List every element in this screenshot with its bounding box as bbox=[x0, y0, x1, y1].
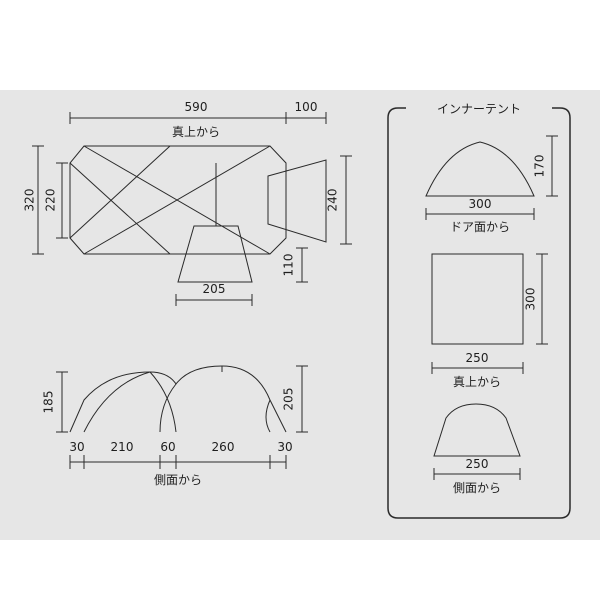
dim-outer-width-label: 320 bbox=[23, 189, 37, 212]
inner-tent-frame bbox=[387, 107, 571, 519]
main-side-view: 185 205 bbox=[42, 365, 308, 487]
side-pole-3 bbox=[159, 383, 177, 433]
inner-floor-rect bbox=[431, 253, 524, 345]
dim-vestibule-label: 100 bbox=[295, 100, 318, 114]
side-view-caption: 側面から bbox=[154, 473, 202, 487]
pole-cross-3 bbox=[69, 162, 171, 255]
dim-length: 590 bbox=[69, 100, 287, 124]
dim-inner-door-height: 170 bbox=[533, 135, 558, 197]
inner-door-caption: ドア面から bbox=[450, 220, 510, 234]
dim-height-rear-label: 205 bbox=[282, 388, 296, 411]
dim-canopy-depth-label: 110 bbox=[282, 254, 296, 277]
dim-height-rear: 205 bbox=[282, 365, 308, 433]
dim-inner-width-label: 220 bbox=[44, 189, 58, 212]
canopy-outline bbox=[177, 225, 253, 283]
dim-vestibule-width-label: 240 bbox=[326, 189, 340, 212]
top-view-caption: 真上から bbox=[172, 125, 220, 139]
dim-canopy-width-label: 205 bbox=[203, 282, 226, 296]
dim-outer-width: 320 bbox=[23, 145, 44, 255]
dim-length-label: 590 bbox=[185, 100, 208, 114]
dim-inner-top-depth: 300 bbox=[524, 253, 548, 345]
segment-label-5: 30 bbox=[277, 440, 292, 454]
main-top-view: 590 100 真上から 320 220 bbox=[23, 100, 352, 306]
inner-door-shape bbox=[425, 141, 535, 197]
dim-vestibule-width: 240 bbox=[326, 155, 352, 245]
inner-top-caption: 真上から bbox=[453, 375, 501, 389]
inner-side-view: 250 側面から bbox=[433, 403, 521, 495]
tent-body-outline bbox=[69, 145, 287, 255]
dim-inner-side-width: 250 bbox=[433, 457, 521, 480]
diagram-panel bbox=[0, 90, 600, 540]
dim-canopy-width: 205 bbox=[175, 282, 253, 306]
inner-door-height-label: 170 bbox=[533, 155, 547, 178]
inner-tent-panel: インナーテント 170 300 ドア面から bbox=[387, 102, 571, 519]
inner-top-depth-label: 300 bbox=[524, 288, 538, 311]
dim-inner-top-width: 250 bbox=[431, 351, 524, 374]
side-pole-1 bbox=[83, 371, 151, 433]
side-pole-4 bbox=[265, 399, 271, 433]
inner-top-view: 300 250 真上から bbox=[431, 253, 548, 389]
side-silhouette bbox=[69, 365, 287, 433]
inner-side-caption: 側面から bbox=[453, 481, 501, 495]
pole-cross-2 bbox=[83, 145, 271, 255]
pole-cross-4 bbox=[69, 145, 171, 239]
dim-height-front: 185 bbox=[42, 371, 68, 433]
inner-door-view: 170 300 ドア面から bbox=[425, 135, 558, 234]
segment-label-4: 260 bbox=[212, 440, 235, 454]
inner-door-width-label: 300 bbox=[469, 197, 492, 211]
side-segment-dims: 30 210 60 260 30 bbox=[69, 440, 293, 469]
dim-inner-width: 220 bbox=[44, 162, 68, 239]
inner-tent-title: インナーテント bbox=[437, 102, 521, 116]
dim-inner-door-width: 300 bbox=[425, 197, 535, 220]
inner-side-width-label: 250 bbox=[466, 457, 489, 471]
inner-top-width-label: 250 bbox=[466, 351, 489, 365]
dim-vestibule: 100 bbox=[286, 100, 327, 124]
dim-canopy-depth: 110 bbox=[282, 247, 308, 283]
side-pole-2 bbox=[149, 371, 177, 433]
segment-label-3: 60 bbox=[160, 440, 175, 454]
dim-height-front-label: 185 bbox=[42, 391, 56, 414]
segment-label-2: 210 bbox=[111, 440, 134, 454]
vestibule-outline bbox=[267, 159, 327, 243]
inner-side-shape bbox=[433, 403, 521, 457]
segment-label-1: 30 bbox=[69, 440, 84, 454]
